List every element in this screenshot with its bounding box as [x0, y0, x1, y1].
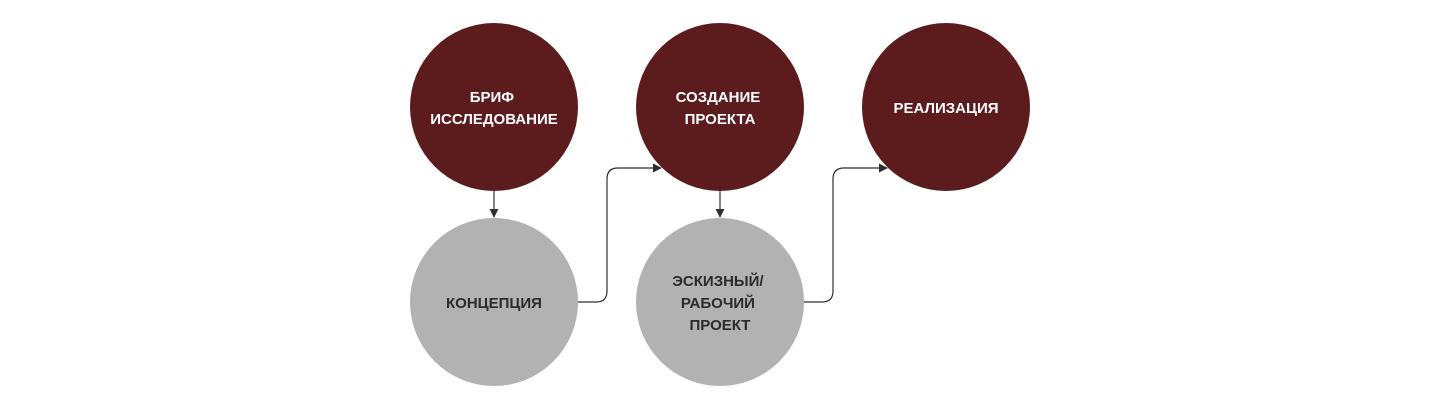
connectors — [489, 163, 888, 303]
node-sketch-circle — [636, 218, 804, 386]
node-concept-circle — [410, 218, 578, 386]
node-implementation-line-1: РЕАЛИЗАЦИЯ — [893, 100, 998, 117]
node-implementation-label: РЕАЛИЗАЦИЯ — [893, 100, 998, 117]
node-brief-label: БРИФ ИССЛЕДОВАНИЕ — [430, 89, 558, 128]
arrow-sketch-to-implementation — [804, 163, 888, 303]
node-project-line-1: СОЗДАНИЕ — [676, 89, 761, 106]
node-sketch: ЭСКИЗНЫЙ/ РАБОЧИЙ ПРОЕКТ — [636, 218, 804, 386]
node-brief: БРИФ ИССЛЕДОВАНИЕ — [410, 23, 578, 191]
node-concept-label: КОНЦЕПЦИЯ — [446, 295, 542, 312]
node-implementation-circle — [862, 23, 1030, 191]
node-implementation: РЕАЛИЗАЦИЯ — [862, 23, 1030, 191]
node-sketch-line-2: РАБОЧИЙ — [681, 294, 755, 312]
node-project-line-2: ПРОЕКТА — [685, 111, 756, 128]
node-sketch-line-3: ПРОЕКТ — [690, 317, 751, 334]
node-project: СОЗДАНИЕ ПРОЕКТА — [636, 23, 804, 191]
node-concept-line-1: КОНЦЕПЦИЯ — [446, 295, 542, 312]
node-brief-line-1: БРИФ — [470, 89, 515, 106]
node-concept: КОНЦЕПЦИЯ — [410, 218, 578, 386]
node-project-label: СОЗДАНИЕ ПРОЕКТА — [676, 89, 765, 128]
arrow-concept-to-project — [578, 163, 662, 303]
node-brief-line-2: ИССЛЕДОВАНИЕ — [430, 111, 558, 128]
node-sketch-label: ЭСКИЗНЫЙ/ РАБОЧИЙ ПРОЕКТ — [672, 272, 767, 334]
node-sketch-line-1: ЭСКИЗНЫЙ/ — [672, 272, 764, 290]
node-project-circle — [636, 23, 804, 191]
node-brief-circle — [410, 23, 578, 191]
